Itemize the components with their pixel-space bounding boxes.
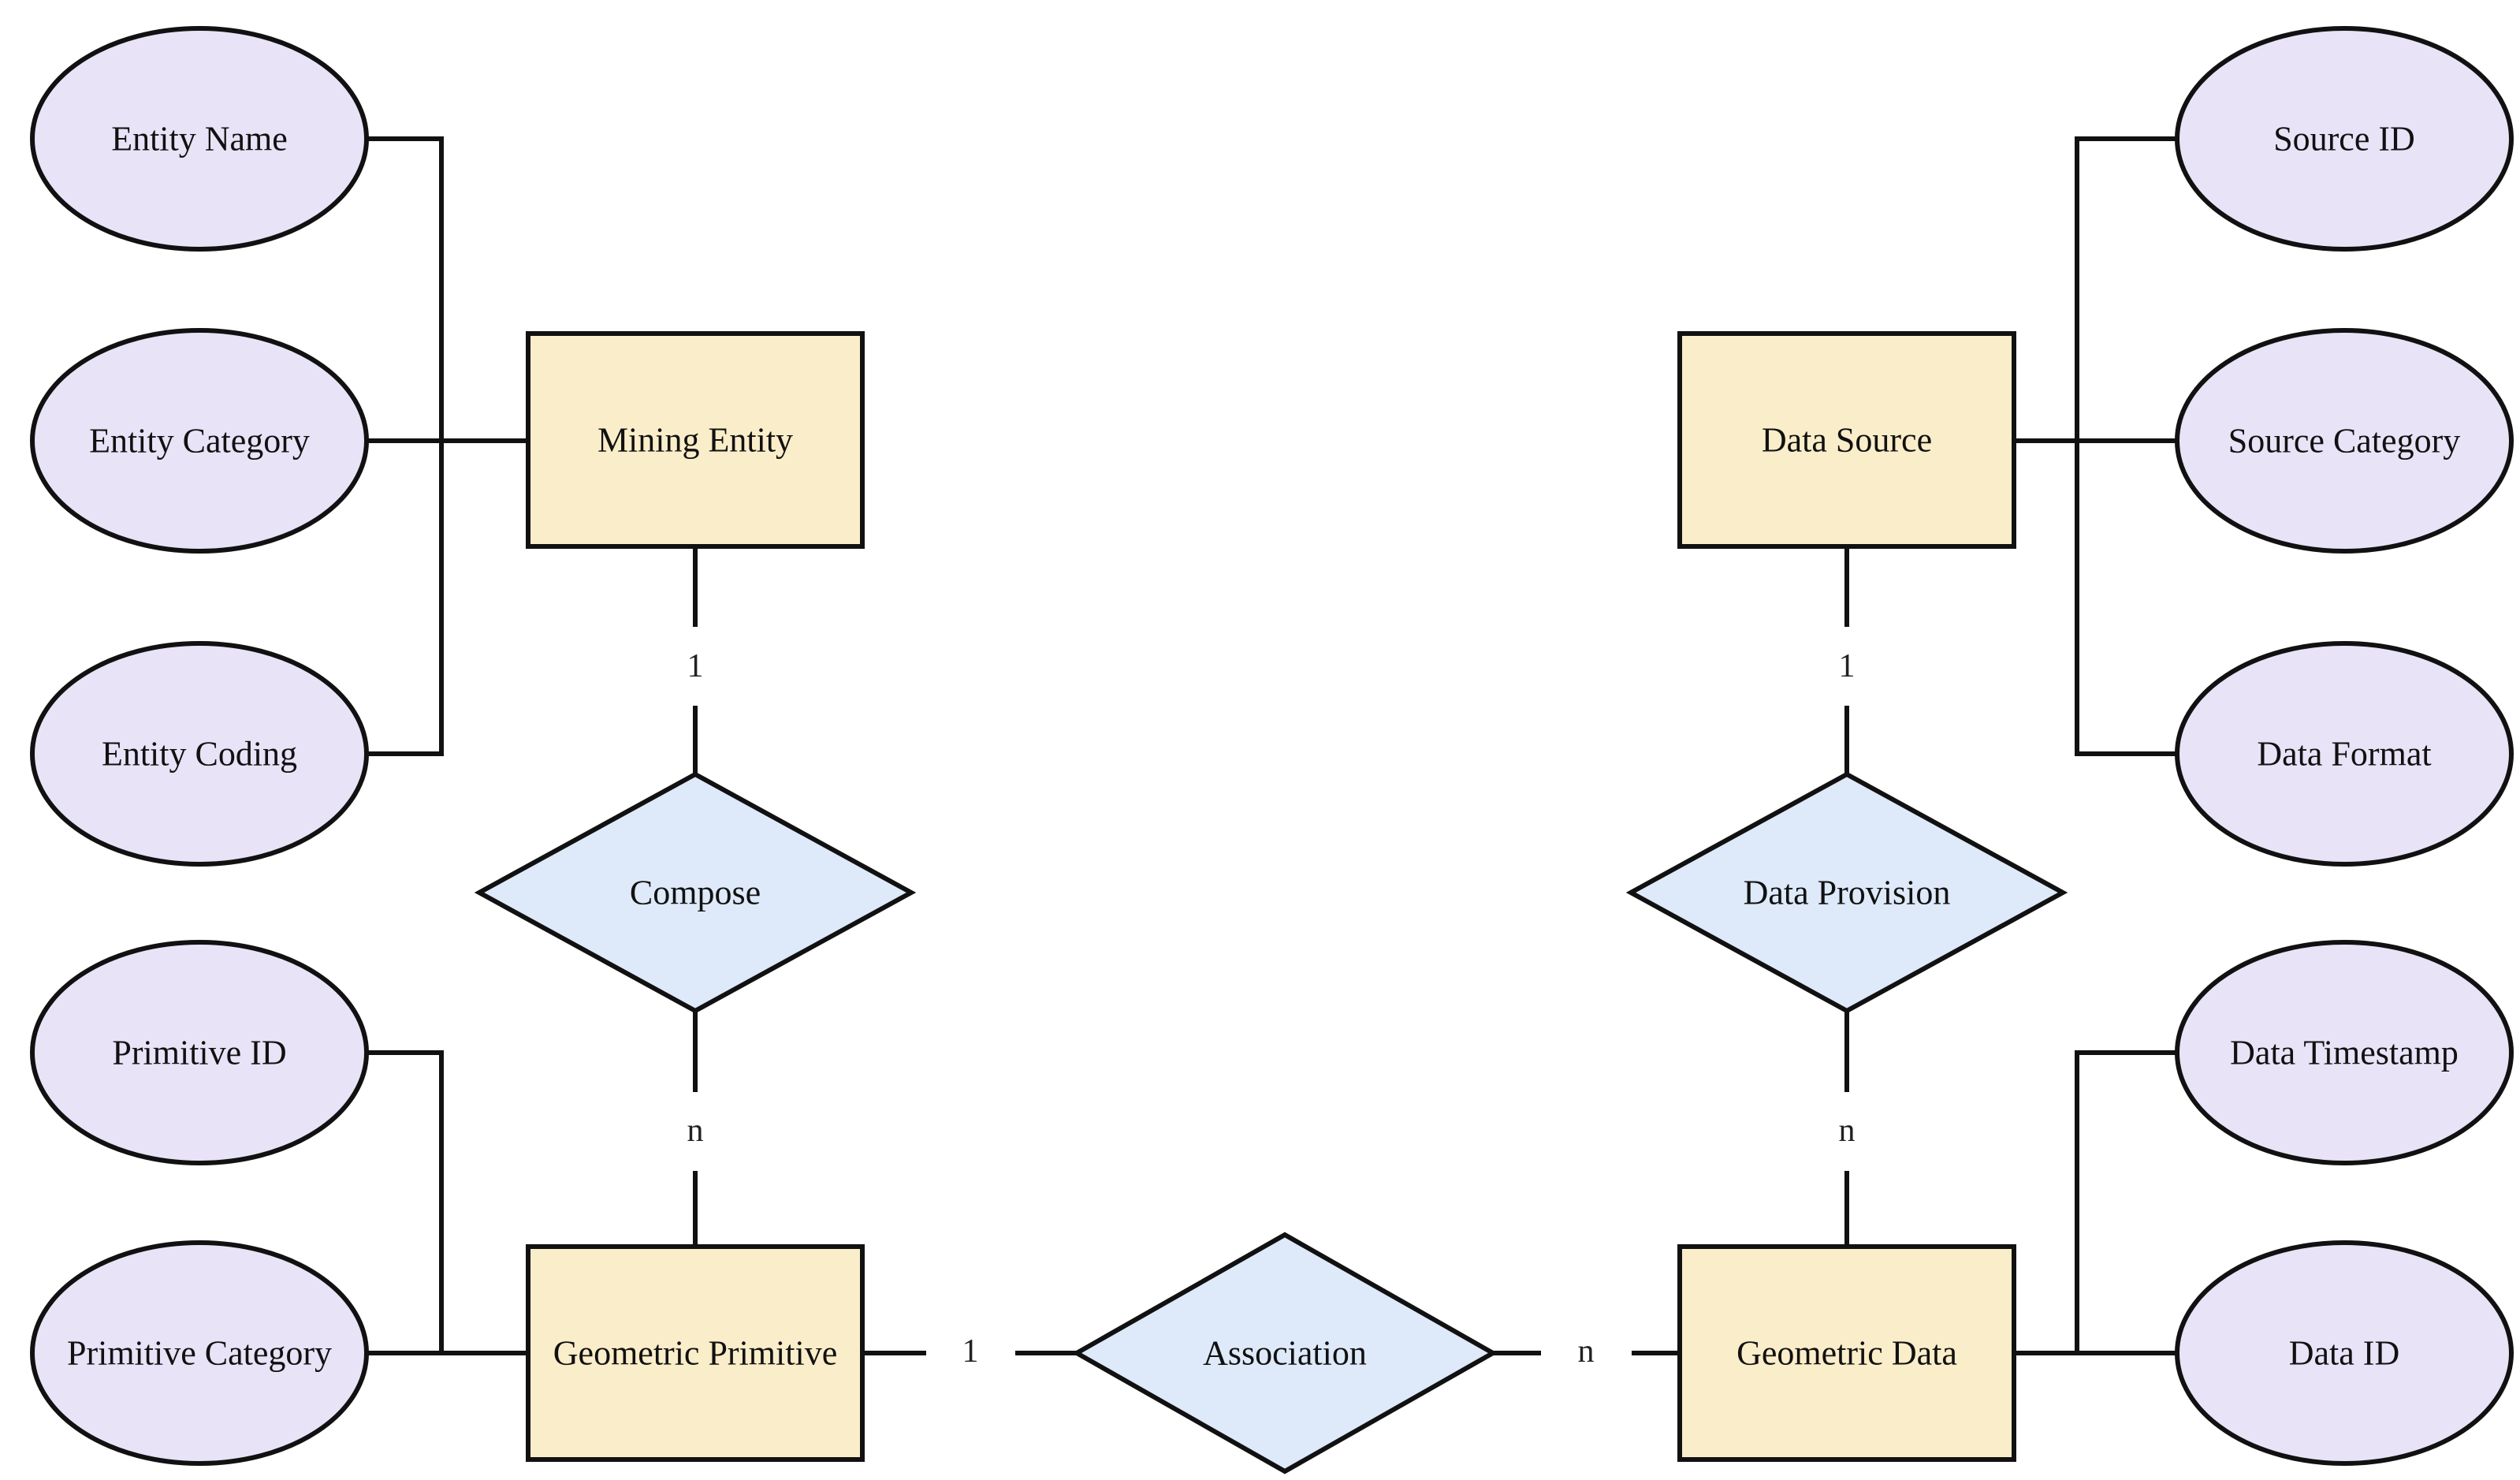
relationship-diamond-compose [474,771,917,1014]
relationship-label: Data Provision [1744,874,1951,912]
relationship-diamond-association [1071,1232,1498,1474]
attribute-ellipse-source-category [2175,328,2514,554]
attribute-ellipse-primitive-id [30,940,369,1165]
cardinality-label-data-provision-n: n [1839,1113,1856,1149]
attribute-label: Primitive ID [112,1034,286,1072]
cardinality-layer: 1 n 1 n 1 n [687,648,1856,1370]
entity-label: Data Source [1762,421,1932,460]
attribute-ellipse-entity-name [30,26,369,252]
attribute-label: Data Timestamp [2230,1034,2459,1072]
attribute-label: Source ID [2273,120,2415,158]
entity-box-geometric-data [1677,1244,2016,1462]
cardinality-label-compose-n: n [687,1113,704,1149]
cardinality-label-data-provision-1: 1 [1839,648,1856,684]
attribute-label: Data Format [2257,735,2431,774]
relationship-label: Association [1203,1334,1367,1373]
entity-box-data-source [1677,331,2016,549]
attribute-label: Source Category [2228,422,2460,460]
entity-label: Geometric Primitive [553,1334,837,1373]
attribute-label: Entity Category [89,422,310,460]
cardinality-label-compose-1: 1 [687,648,704,684]
attribute-ellipse-data-format [2175,641,2514,867]
attribute-label: Primitive Category [67,1334,332,1373]
attribute-ellipse-source-id [2175,26,2514,252]
entity-label: Mining Entity [597,421,793,460]
attribute-ellipse-primitive-category [30,1240,369,1466]
attribute-ellipse-entity-category [30,328,369,554]
attribute-ellipse-data-id [2175,1240,2514,1466]
entity-box-geometric-primitive [526,1244,865,1462]
attribute-layer: Entity Name Entity Category Entity Codin… [30,26,2514,1466]
entity-label: Geometric Data [1736,1334,1957,1373]
relationship-label: Compose [630,874,761,912]
attribute-ellipse-data-timestamp [2175,940,2514,1165]
connector-layer [367,136,2177,1355]
relationship-layer: Compose Data Provision Association [474,771,2068,1474]
attribute-ellipse-entity-coding [30,641,369,867]
entity-box-mining-entity [526,331,865,549]
relationship-diamond-data-provision [1625,771,2068,1014]
attribute-label: Entity Name [111,120,288,158]
entity-layer: Mining Entity Geometric Primitive Data S… [526,331,2016,1462]
cardinality-label-association-1: 1 [962,1333,979,1370]
attribute-label: Entity Coding [102,735,297,774]
attribute-label: Data ID [2289,1334,2400,1373]
cardinality-label-association-n: n [1578,1333,1595,1370]
